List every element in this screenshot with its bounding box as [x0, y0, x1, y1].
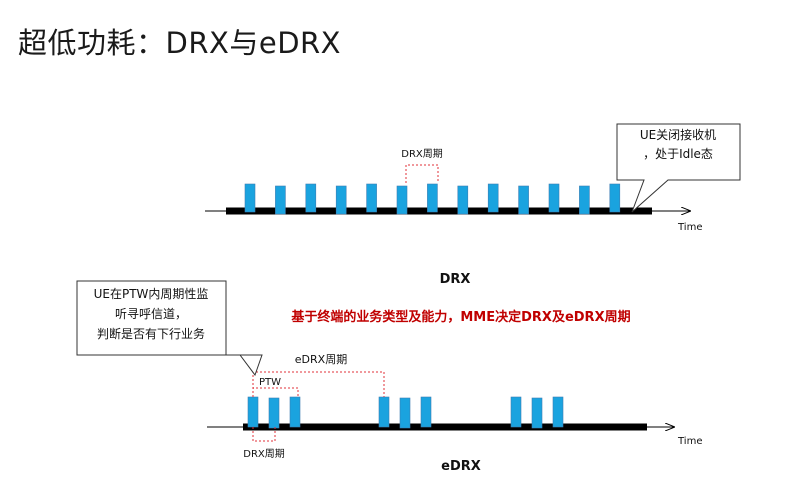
edrx-cycle-bracket: [252, 371, 385, 397]
drx-pulse: [487, 183, 499, 213]
edrx-pulses: [247, 396, 564, 429]
edrx-cycle-label: eDRX周期: [295, 353, 347, 366]
drx-pulse: [275, 185, 286, 215]
edrx-drx-cycle-label: DRX周期: [243, 448, 285, 460]
edrx-pulse: [268, 397, 280, 429]
drx-pulse: [427, 183, 438, 213]
drx-cycle-bracket: [405, 164, 439, 183]
drx-callout-line-2: ，处于Idle态: [643, 147, 713, 161]
drx-pulse: [335, 185, 347, 215]
drx-pulse: [609, 183, 621, 213]
page-title: 超低功耗：DRX与eDRX: [18, 26, 342, 60]
edrx-timeline: eDRX周期 PTW DRX周期 Time UE在PTW内周期性监 听寻呼信道，…: [76, 280, 702, 474]
drx-pulse: [518, 185, 529, 215]
drx-pulse: [579, 185, 590, 215]
edrx-thick-axis: [243, 423, 647, 431]
drx-timeline: DRX周期 Time UE关闭接收机 ，处于Idle态 DRX: [205, 123, 741, 287]
drx-pulse: [396, 185, 408, 215]
edrx-pulse: [531, 397, 543, 429]
drx-thick-axis: [226, 207, 652, 215]
edrx-pulse: [289, 396, 301, 428]
edrx-drx-cycle-bracket: [252, 427, 276, 442]
edrx-pulse: [510, 396, 522, 428]
drx-pulse: [244, 183, 256, 213]
drx-callout-box: [616, 123, 741, 213]
headline: 基于终端的业务类型及能力，MME决定DRX及eDRX周期: [290, 309, 630, 325]
edrx-pulse: [399, 397, 411, 429]
edrx-callout-box: [76, 280, 263, 377]
edrx-pulse: [247, 396, 259, 428]
edrx-pulse: [378, 396, 390, 428]
drx-pulse: [366, 183, 377, 213]
drx-callout-line-1: UE关闭接收机: [640, 127, 716, 142]
ptw-label: PTW: [259, 377, 281, 388]
edrx-callout-line-2: 听寻呼信道，: [115, 307, 187, 321]
drx-pulse: [548, 183, 560, 213]
edrx-caption: eDRX: [441, 459, 481, 474]
drx-pulse: [305, 183, 317, 213]
drx-caption: DRX: [440, 272, 471, 287]
edrx-callout-line-1: UE在PTW内周期性监: [94, 287, 209, 301]
drx-pulses: [244, 183, 621, 215]
edrx-pulse: [420, 396, 432, 428]
drx-pulse: [457, 185, 469, 215]
edrx-callout-line-3: 判断是否有下行业务: [97, 326, 205, 341]
drx-time-label: Time: [677, 222, 702, 233]
ptw-bracket: [252, 387, 299, 397]
edrx-pulse: [552, 396, 564, 428]
drx-cycle-label: DRX周期: [401, 148, 443, 160]
edrx-time-label: Time: [677, 436, 702, 447]
